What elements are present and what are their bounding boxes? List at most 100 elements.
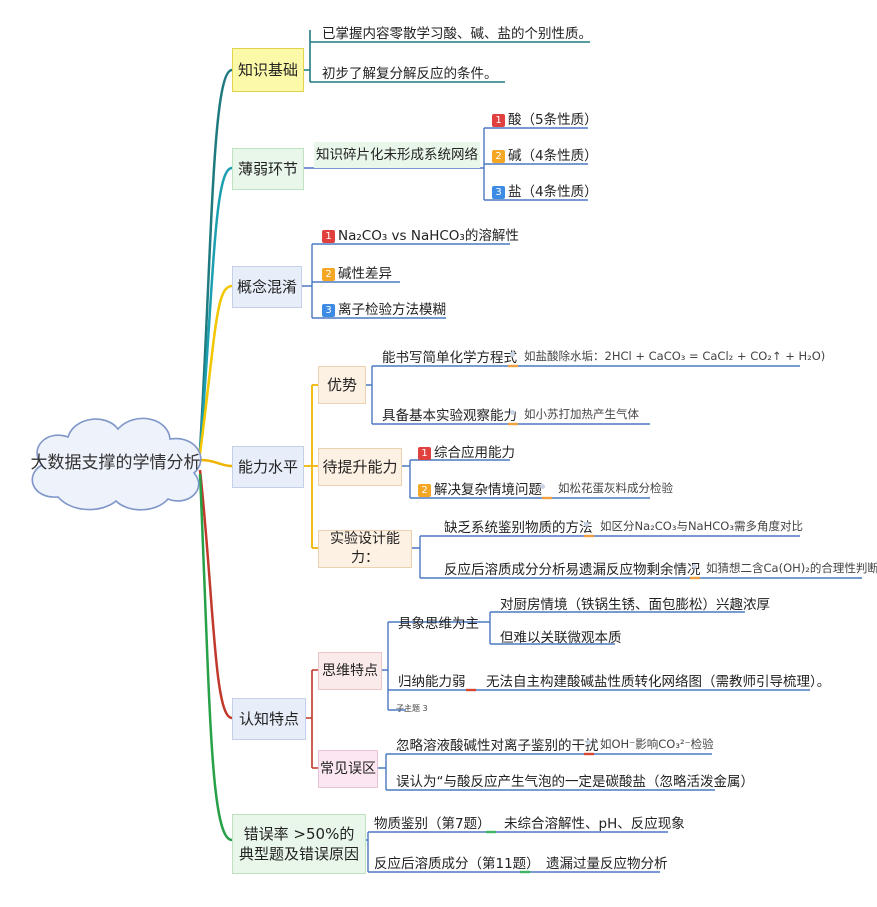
note-dot	[692, 564, 697, 569]
link-cognition	[304, 669, 318, 769]
knowledge-item-2: 初步了解复分解反应的条件。	[322, 66, 498, 82]
confusion-item-3-label: 离子检验方法模糊	[338, 302, 446, 318]
branch-cognition-label: 认知特点	[238, 709, 299, 728]
improve-item-1-label: 综合应用能力	[434, 445, 515, 461]
badge-2-icon: 2	[492, 150, 505, 163]
branch-knowledge-label: 知识基础	[237, 60, 298, 79]
link-improve	[400, 459, 650, 499]
ability-improve-node[interactable]: 待提升能力	[318, 448, 402, 486]
error-note-2: 遗漏过量反应物分析	[546, 856, 668, 872]
link-confusion	[300, 243, 510, 319]
branch-errors-label-2: 典型题及错误原因	[238, 845, 359, 863]
weak-sub-label: 知识碎片化未形成系统网络	[316, 146, 478, 163]
concrete-item-1: 对厨房情境（铁锅生锈、面包膨松）兴趣浓厚	[500, 597, 770, 613]
ability-advantage-node[interactable]: 优势	[318, 366, 366, 404]
induct-item: 无法自主构建酸碱盐性质转化网络图（需教师引导梳理）。	[486, 674, 831, 690]
subtopic-label: 子主题 3	[396, 704, 428, 713]
branch-line-knowledge	[198, 68, 233, 451]
ability-design-label: 实验设计能力：	[330, 531, 400, 566]
branch-ability-label: 能力水平	[237, 457, 298, 476]
cloud-shape	[31, 417, 202, 511]
ability-improve-label: 待提升能力	[322, 457, 398, 476]
branch-weak-label: 薄弱环节	[237, 159, 298, 178]
cognition-thinking-label: 思维特点	[322, 662, 378, 679]
link-mistakes	[376, 753, 715, 791]
weak-sub-node[interactable]: 知识碎片化未形成系统网络	[314, 142, 480, 168]
ability-advantage-label: 优势	[326, 375, 357, 394]
link-errors	[364, 831, 668, 873]
ability-design-node[interactable]: 实验设计能力：	[318, 530, 412, 568]
mistake-note-1: 如OH⁻影响CO₃²⁻检验	[600, 737, 714, 751]
confusion-item-2-label: 碱性差异	[338, 266, 392, 282]
root-node[interactable]: 大数据支撑的学情分析	[18, 405, 213, 515]
branch-line-cognition	[198, 469, 233, 720]
error-note-1: 未综合溶解性、pH、反应现象	[504, 816, 685, 832]
design-note-2: 如猜想二含Ca(OH)₂的合理性判断	[706, 561, 877, 575]
badge-2-icon: 2	[322, 268, 335, 281]
note-dot	[510, 352, 515, 357]
branch-knowledge[interactable]: 知识基础	[232, 48, 304, 92]
note-markers-green	[486, 830, 530, 874]
weak-item-base-label: 碱（4条性质）	[508, 148, 598, 164]
link-weak	[304, 127, 588, 201]
note-dot	[586, 740, 591, 745]
advantage-item-2: 具备基本实验观察能力	[382, 408, 517, 424]
concrete-node: 具象思维为主	[398, 616, 479, 632]
confusion-item-1-label: Na₂CO₃ vs NaHCO₃的溶解性	[338, 228, 519, 244]
note-dot	[540, 484, 545, 489]
mistake-item-1: 忽略溶液酸碱性对离子鉴别的干扰	[396, 738, 599, 754]
link-advantage	[364, 365, 800, 425]
note-dot	[584, 522, 589, 527]
cognition-mistakes-label: 常见误区	[320, 760, 376, 777]
root-label: 大数据支撑的学情分析	[30, 452, 201, 473]
advantage-note-1: 如盐酸除水垢：2HCl + CaCO₃ = CaCl₂ + CO₂↑ + H₂O…	[524, 349, 826, 363]
branch-confusion[interactable]: 概念混淆	[232, 266, 302, 308]
note-dot	[510, 410, 515, 415]
error-item-1: 物质鉴别（第7题）	[374, 816, 491, 832]
improve-note-2: 如松花蛋灰料成分检验	[558, 481, 673, 495]
knowledge-item-1: 已掌握内容零散学习酸、碱、盐的个别性质。	[322, 26, 592, 42]
design-item-1: 缺乏系统鉴别物质的方法	[444, 520, 593, 536]
link-ability	[302, 384, 318, 549]
branch-line-errors	[198, 473, 233, 842]
branch-weak[interactable]: 薄弱环节	[232, 148, 304, 190]
branch-confusion-label: 概念混淆	[236, 277, 297, 296]
cognition-thinking-node[interactable]: 思维特点	[318, 652, 382, 690]
cognition-mistakes-node[interactable]: 常见误区	[318, 750, 378, 788]
weak-item-acid-label: 酸（5条性质）	[508, 112, 598, 128]
weak-item-salt-label: 盐（4条性质）	[508, 184, 598, 200]
branch-errors[interactable]: 错误率 >50%的 典型题及错误原因	[232, 814, 366, 874]
branch-line-ability	[199, 458, 233, 468]
branch-cognition[interactable]: 认知特点	[232, 698, 306, 740]
advantage-note-2: 如小苏打加热产生气体	[524, 407, 639, 421]
link-thinking	[380, 621, 810, 711]
induct-node: 归纳能力弱	[398, 674, 466, 690]
mistake-item-2: 误认为“与酸反应产生气泡的一定是碳酸盐（忽略活泼金属）	[396, 774, 754, 790]
design-item-2: 反应后溶质成分分析易遗漏反应物剩余情况	[444, 562, 701, 578]
badge-2-icon: 2	[418, 484, 431, 497]
badge-3-icon: 3	[492, 186, 505, 199]
branch-line-confusion	[198, 284, 233, 455]
branch-ability[interactable]: 能力水平	[232, 446, 304, 488]
improve-item-2-label: 解决复杂情境问题	[434, 482, 542, 498]
error-item-2: 反应后溶质成分（第11题）	[374, 856, 540, 872]
badge-1-icon: 1	[492, 114, 505, 127]
advantage-item-1: 能书写简单化学方程式	[382, 350, 517, 366]
branch-errors-label-1: 错误率 >50%的	[243, 824, 355, 843]
badge-1-icon: 1	[418, 447, 431, 460]
badge-3-icon: 3	[322, 304, 335, 317]
link-design	[410, 535, 862, 579]
note-markers	[508, 364, 700, 580]
branch-line-weak	[198, 166, 233, 453]
concrete-item-2: 但难以关联微观本质	[500, 630, 622, 646]
link-knowledge	[304, 30, 590, 83]
design-note-1: 如区分Na₂CO₃与NaHCO₃需多角度对比	[600, 519, 803, 533]
